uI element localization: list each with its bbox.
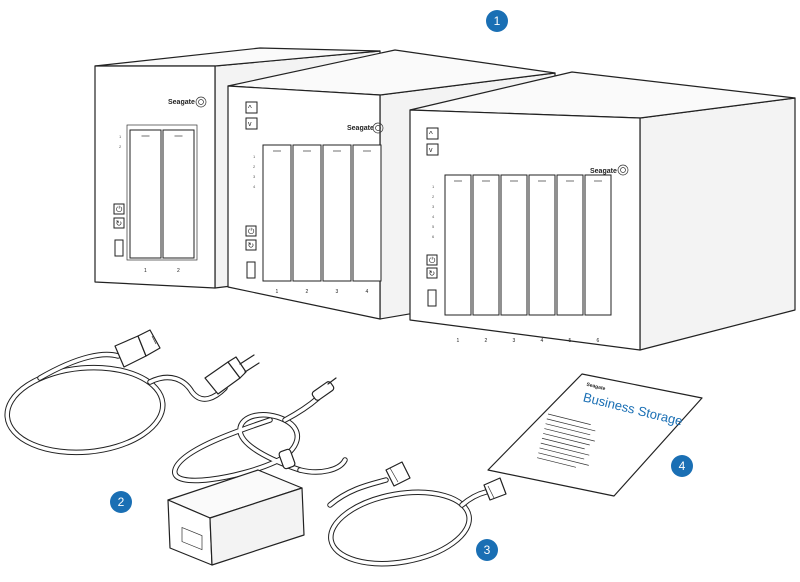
svg-text:v: v — [248, 121, 252, 128]
copy-button[interactable]: ↻ — [245, 239, 257, 251]
bay-number-label: 1 — [457, 338, 460, 344]
callout-1: 1 — [486, 10, 508, 32]
bay-number-label: 5 — [569, 338, 572, 344]
bay-number-label: 2 — [177, 268, 180, 274]
svg-text:1: 1 — [494, 14, 501, 28]
svg-text:2: 2 — [119, 144, 122, 149]
bay-number-label: 1 — [144, 268, 147, 274]
drive-bay[interactable] — [292, 144, 322, 282]
svg-text:1: 1 — [432, 184, 435, 189]
power-adapter — [167, 377, 348, 566]
callout-2: 2 — [110, 491, 132, 513]
usb-port — [114, 239, 124, 257]
svg-text:↻: ↻ — [116, 219, 123, 228]
power-button[interactable]: ⏻ — [113, 203, 125, 215]
svg-text:↻: ↻ — [429, 269, 436, 278]
svg-text:1: 1 — [119, 134, 122, 139]
svg-text:⏻: ⏻ — [116, 205, 123, 214]
power-button[interactable]: ⏻ — [426, 254, 438, 266]
drive-bay[interactable] — [129, 129, 162, 259]
power-button[interactable]: ⏻ — [245, 225, 257, 237]
down-arrow-button[interactable]: v — [426, 143, 439, 156]
up-arrow-button[interactable]: ^ — [426, 127, 439, 140]
up-arrow-button[interactable]: ^ — [245, 101, 258, 114]
down-arrow-button[interactable]: v — [245, 117, 258, 130]
iec-connector — [114, 329, 161, 368]
bay-number-label: 1 — [276, 289, 279, 295]
svg-text:2: 2 — [118, 495, 125, 509]
rj45-connector — [483, 477, 507, 501]
drive-bay[interactable] — [528, 174, 556, 316]
svg-text:3: 3 — [432, 204, 435, 209]
svg-text:4: 4 — [679, 459, 686, 473]
copy-button[interactable]: ↻ — [426, 267, 438, 279]
seagate-logo-icon — [195, 96, 207, 108]
svg-text:4: 4 — [253, 184, 256, 189]
svg-text:4: 4 — [432, 214, 435, 219]
bay-number-label: 3 — [336, 289, 339, 295]
bay-number-label: 4 — [541, 338, 544, 344]
ferrite-core — [278, 448, 296, 470]
svg-text:⏻: ⏻ — [429, 256, 436, 265]
drive-bay[interactable] — [162, 129, 195, 259]
bay-number-label: 2 — [306, 289, 309, 295]
usb-port — [427, 289, 437, 307]
bay-number-label: 6 — [597, 338, 600, 344]
svg-text:↻: ↻ — [248, 241, 255, 250]
svg-text:5: 5 — [432, 224, 435, 229]
drive-bay[interactable] — [444, 174, 472, 316]
drive-bay[interactable] — [500, 174, 528, 316]
usb-port — [246, 261, 256, 279]
seagate-logo-icon — [617, 164, 629, 176]
svg-text:3: 3 — [484, 543, 491, 557]
svg-text:2: 2 — [432, 194, 435, 199]
adapter-brick — [167, 469, 305, 566]
drive-bay[interactable] — [322, 144, 352, 282]
svg-text:⏻: ⏻ — [248, 227, 255, 236]
guide-brand: Seagate — [586, 382, 606, 393]
seagate-logo-icon — [372, 122, 384, 134]
drive-bay[interactable] — [556, 174, 584, 316]
svg-text:^: ^ — [248, 104, 252, 113]
drive-bay[interactable] — [262, 144, 292, 282]
callout-4: 4 — [671, 455, 693, 477]
dc-plug — [311, 377, 337, 401]
nas3-brand: Seagate — [590, 168, 617, 175]
callout-3: 3 — [476, 539, 498, 561]
svg-text:v: v — [429, 147, 433, 154]
svg-text:3: 3 — [253, 174, 256, 179]
bay-number-label: 2 — [485, 338, 488, 344]
bay-number-label: 4 — [366, 289, 369, 295]
drive-bay[interactable] — [472, 174, 500, 316]
svg-text:^: ^ — [429, 130, 433, 139]
nas1-brand: Seagate — [168, 99, 195, 106]
bay-number-label: 3 — [513, 338, 516, 344]
ethernet-cable — [327, 461, 507, 567]
nas2-brand: Seagate — [347, 125, 374, 132]
copy-button[interactable]: ↻ — [113, 217, 125, 229]
drive-bay[interactable] — [584, 174, 612, 316]
svg-text:2: 2 — [253, 164, 256, 169]
svg-text:1: 1 — [253, 154, 256, 159]
rj45-connector — [385, 461, 411, 487]
quick-start-guide: Seagate Business Storage — [487, 373, 703, 497]
power-cord — [4, 329, 260, 456]
power-plug — [204, 354, 260, 395]
nas-unit-6-bay: Seagate ^ v 1 2 3 4 5 6 ⏻ ↻ 1 2 3 4 5 6 — [409, 71, 796, 351]
svg-text:6: 6 — [432, 234, 435, 239]
drive-bay[interactable] — [352, 144, 382, 282]
